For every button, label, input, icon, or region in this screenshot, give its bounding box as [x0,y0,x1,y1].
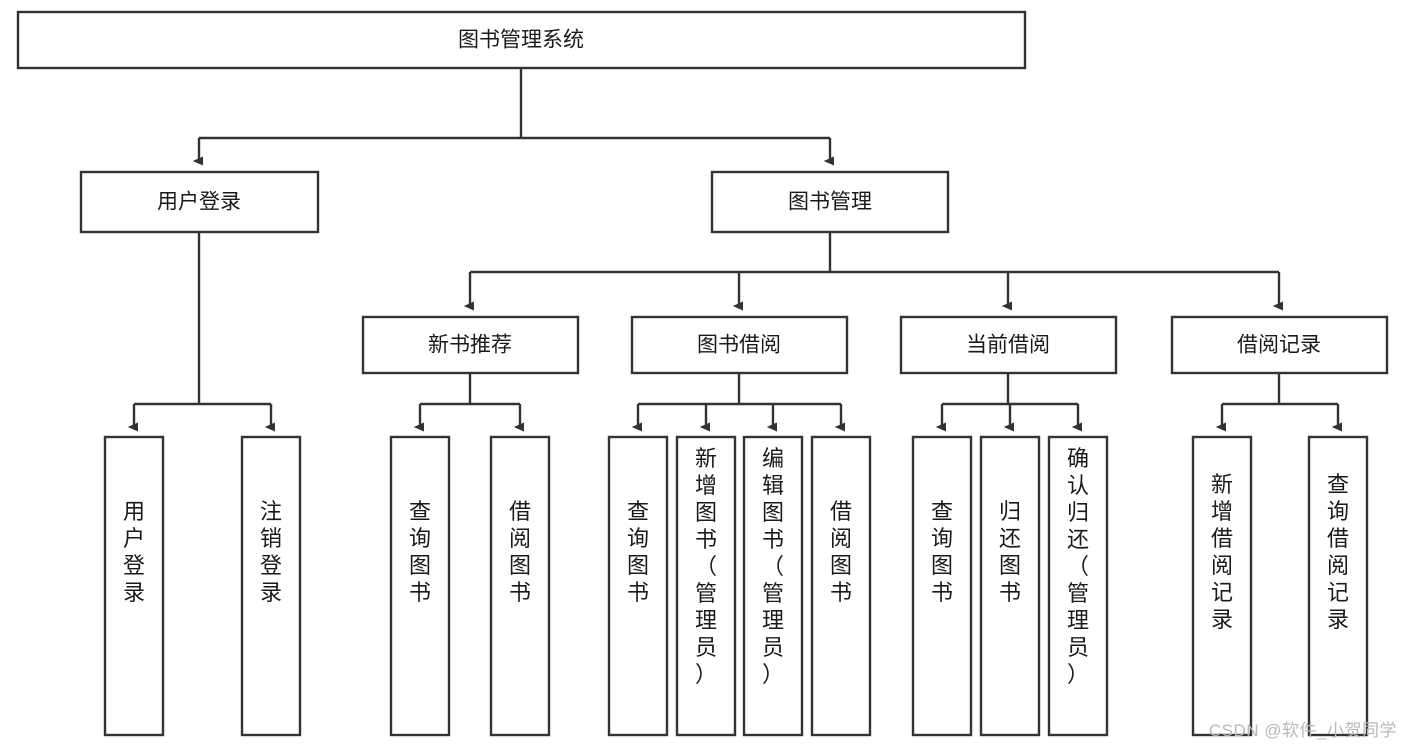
node-leaf-borrow-book-2-label: 借阅图书 [830,499,852,605]
edge-group-new-book-recommend-to-leaves [420,373,520,427]
edge-group-book-borrow-to-leaves [638,373,841,427]
node-book-management-label: 图书管理 [788,191,872,214]
node-leaf-edit-book-label: 编辑图书（管理员） [762,446,784,687]
node-leaf-return-book-box[interactable] [979,435,1041,737]
node-root-box[interactable] [16,10,1027,70]
node-book-borrow-label: 图书借阅 [697,334,781,357]
node-new-book-recommend-box[interactable] [361,315,580,375]
node-leaf-confirm-return-box[interactable] [1047,435,1109,737]
node-leaf-edit-book-box[interactable] [742,435,804,737]
node-leaf-borrow-book-2[interactable]: 借阅图书 [810,435,872,737]
csdn-watermark: CSDN @软件_小贺同学 [1208,721,1397,740]
node-leaf-query-record[interactable]: 查询借阅记录 [1307,435,1369,737]
node-leaf-query-record-label: 查询借阅记录 [1327,472,1349,632]
node-current-borrow-label: 当前借阅 [966,334,1050,357]
edge-group-book-management-to-level2 [470,232,1279,306]
node-leaf-logout-login[interactable]: 注销登录 [240,435,302,737]
node-leaf-add-book-label: 新增图书（管理员） [695,446,717,687]
node-current-borrow-box[interactable] [899,315,1118,375]
node-leaf-add-book-box[interactable] [675,435,737,737]
edge-group-root-to-level1 [199,68,830,161]
node-leaf-user-login-label: 用户登录 [123,499,145,605]
node-leaf-return-book-label: 归还图书 [999,499,1021,605]
node-leaf-add-book[interactable]: 新增图书（管理员） [675,435,737,737]
node-borrow-record-box[interactable] [1170,315,1389,375]
node-root[interactable]: 图书管理系统 [16,10,1027,70]
node-leaf-query-book-1-label: 查询图书 [409,499,431,605]
node-new-book-recommend[interactable]: 新书推荐 [361,315,580,375]
node-leaf-query-book-2[interactable]: 查询图书 [607,435,669,737]
node-root-label: 图书管理系统 [458,29,584,52]
node-user-login[interactable]: 用户登录 [79,170,320,234]
node-leaf-query-book-2-label: 查询图书 [627,499,649,605]
node-leaf-borrow-book-1-label: 借阅图书 [509,499,531,605]
node-leaf-query-book-2-box[interactable] [607,435,669,737]
edge-group-current-borrow-to-leaves [942,373,1078,427]
node-leaf-logout-login-box[interactable] [240,435,302,737]
node-leaf-return-book[interactable]: 归还图书 [979,435,1041,737]
node-leaf-user-login[interactable]: 用户登录 [103,435,165,737]
node-leaf-query-record-box[interactable] [1307,435,1369,737]
node-borrow-record-label: 借阅记录 [1237,334,1321,357]
node-leaf-borrow-book-1-box[interactable] [489,435,551,737]
node-new-book-recommend-label: 新书推荐 [428,334,512,357]
edge-group-user-login-to-leaves [134,232,271,427]
node-book-borrow[interactable]: 图书借阅 [630,315,849,375]
node-user-login-box[interactable] [79,170,320,234]
node-leaf-user-login-box[interactable] [103,435,165,737]
node-leaf-add-record-box[interactable] [1191,435,1253,737]
node-book-management-box[interactable] [710,170,950,234]
node-leaf-edit-book[interactable]: 编辑图书（管理员） [742,435,804,737]
node-book-borrow-box[interactable] [630,315,849,375]
node-leaf-confirm-return-label: 确认归还（管理员） [1067,446,1089,687]
node-leaf-query-book-3-label: 查询图书 [931,499,953,605]
node-leaf-query-book-3[interactable]: 查询图书 [911,435,973,737]
node-leaf-query-book-1-box[interactable] [389,435,451,737]
node-current-borrow[interactable]: 当前借阅 [899,315,1118,375]
node-leaf-query-book-3-box[interactable] [911,435,973,737]
node-leaf-confirm-return[interactable]: 确认归还（管理员） [1047,435,1109,737]
node-leaf-logout-login-label: 注销登录 [260,499,282,605]
node-leaf-borrow-book-1[interactable]: 借阅图书 [489,435,551,737]
node-user-login-label: 用户登录 [157,191,241,214]
node-borrow-record[interactable]: 借阅记录 [1170,315,1389,375]
node-leaf-borrow-book-2-box[interactable] [810,435,872,737]
node-leaf-add-record-label: 新增借阅记录 [1211,472,1233,632]
node-book-management[interactable]: 图书管理 [710,170,950,234]
node-leaf-query-book-1[interactable]: 查询图书 [389,435,451,737]
edge-group-borrow-record-to-leaves [1222,373,1338,427]
node-leaf-add-record[interactable]: 新增借阅记录 [1191,435,1253,737]
